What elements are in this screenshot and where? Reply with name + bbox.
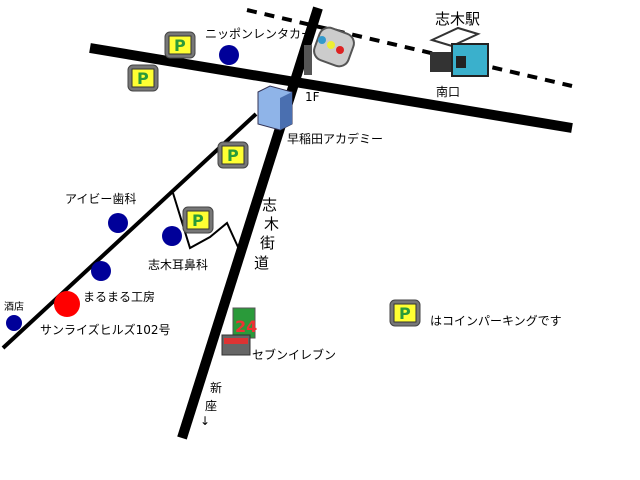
liquor-store-marker	[6, 315, 22, 331]
academy-label: 早稲田アカデミー	[287, 131, 383, 146]
svg-text:↓: ↓	[200, 414, 210, 428]
dental-label: アイビー歯科	[65, 192, 136, 206]
station-name: 志木駅	[435, 10, 480, 28]
ent-clinic-label: 志木耳鼻科	[148, 257, 208, 272]
svg-text:木: 木	[264, 215, 279, 233]
svg-text:街: 街	[260, 234, 275, 252]
station-exit-label: 南口	[436, 84, 460, 99]
parking-icon	[217, 141, 249, 169]
niiza-direction-label: 新 座 ↓	[200, 380, 222, 428]
shiki-kaido-road	[177, 6, 323, 440]
svg-text:24: 24	[235, 317, 257, 336]
convenience-store-icon: 24	[221, 307, 257, 356]
parking-icon	[127, 64, 159, 92]
traffic-light-icon	[304, 26, 355, 75]
svg-text:座: 座	[205, 398, 217, 413]
workshop-label: まるまる工房	[83, 289, 155, 304]
parking-legend-icon	[389, 299, 421, 327]
rental-car-label: ニッポンレンタカー	[205, 27, 313, 41]
floor-label: 1F	[305, 90, 320, 104]
destination-marker	[54, 291, 80, 317]
liquor-store-label: 酒店	[4, 300, 24, 313]
parking-icon	[164, 31, 196, 59]
workshop-marker	[91, 261, 111, 281]
svg-text:志: 志	[262, 196, 277, 214]
svg-text:新: 新	[210, 380, 222, 395]
dental-marker	[108, 213, 128, 233]
destination-label: サンライズヒルズ102号	[40, 322, 171, 337]
street-name-label: 志 木 街 道	[254, 196, 279, 272]
building-icon	[257, 85, 293, 131]
svg-text:道: 道	[254, 254, 269, 272]
station-icon	[429, 26, 489, 77]
rental-car-marker	[219, 45, 239, 65]
parking-icon	[182, 206, 214, 234]
convenience-store-label: セブンイレブン	[252, 347, 336, 362]
parking-legend-label: はコインパーキングです	[430, 314, 562, 328]
ent-clinic-marker	[162, 226, 182, 246]
railway-line	[246, 8, 573, 88]
side-road-diagonal	[1, 112, 258, 350]
main-road-horizontal	[89, 43, 573, 133]
